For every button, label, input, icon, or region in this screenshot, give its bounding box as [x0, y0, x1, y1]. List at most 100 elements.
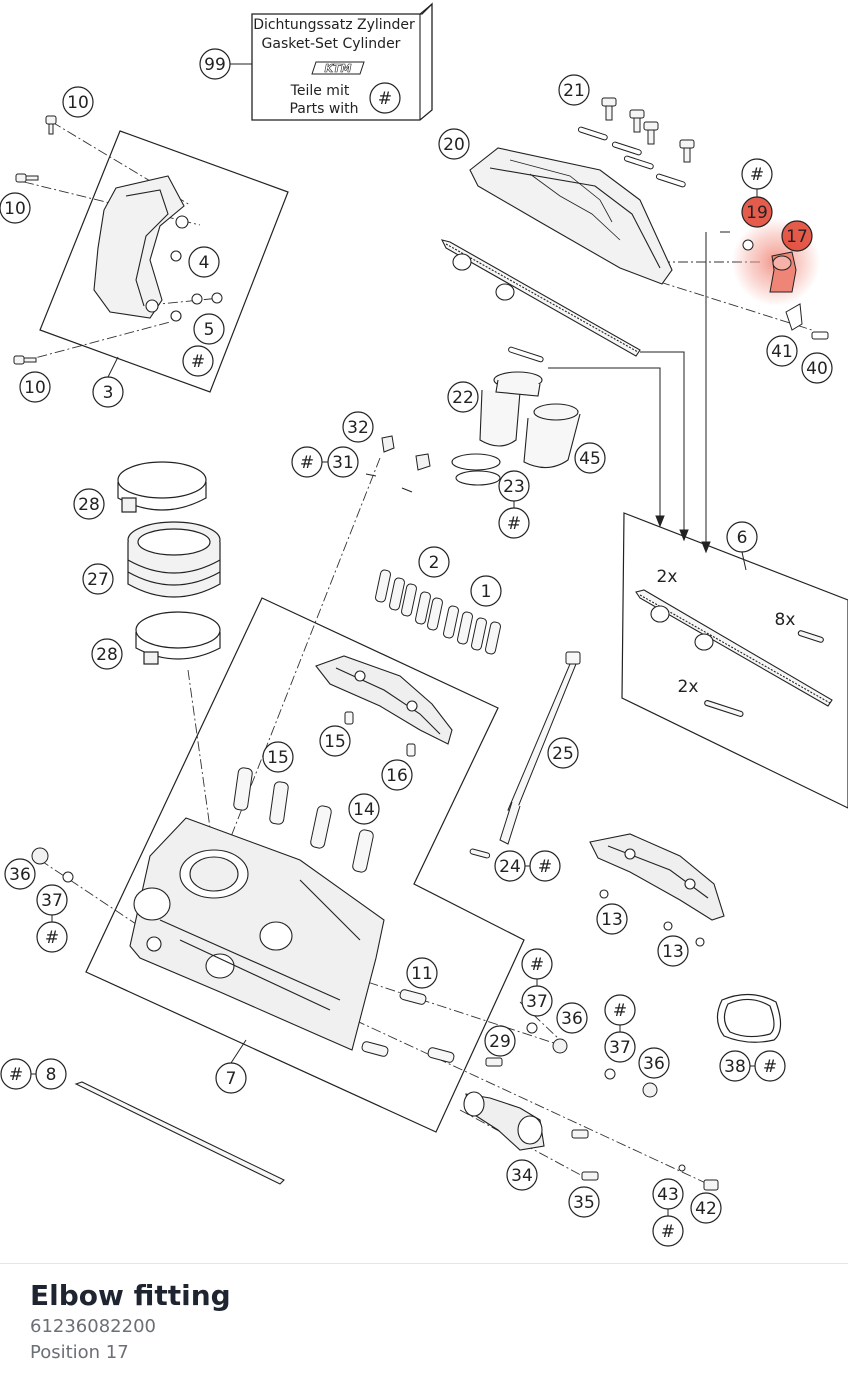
callout-43[interactable]: 43 — [652, 1178, 684, 1210]
callout-label: # — [9, 1065, 23, 1085]
callout-circle — [568, 1186, 600, 1218]
kit-mark: # — [378, 89, 392, 109]
callout-15a[interactable]: 15 — [262, 741, 294, 773]
callout-28a[interactable]: 28 — [73, 488, 105, 520]
intake-washers — [191, 292, 223, 305]
callout-25[interactable]: 25 — [547, 737, 579, 769]
callout-32[interactable]: 32 — [342, 411, 374, 443]
callout-1[interactable]: 1 — [470, 575, 502, 607]
callout-hash24[interactable]: # — [529, 850, 561, 882]
info-divider — [0, 1263, 848, 1264]
callout-circle — [690, 1192, 722, 1224]
callout-circle — [604, 994, 636, 1026]
camshaft-bridge-upper — [315, 655, 453, 745]
callout-40[interactable]: 40 — [801, 352, 833, 384]
callout-19[interactable]: 19 — [741, 196, 773, 228]
callout-hash37a[interactable]: # — [36, 921, 68, 953]
callout-28b[interactable]: 28 — [91, 638, 123, 670]
callout-35[interactable]: 35 — [568, 1186, 600, 1218]
long-bolt-25 — [499, 651, 581, 845]
callout-36b[interactable]: 36 — [556, 1002, 588, 1034]
callout-hash5[interactable]: # — [182, 345, 214, 377]
seal-strips — [508, 126, 686, 363]
callout-circle — [73, 488, 105, 520]
callout-label: 14 — [353, 800, 375, 820]
callout-4[interactable]: 4 — [188, 246, 220, 278]
callout-circle — [558, 74, 590, 106]
callout-36a[interactable]: 36 — [4, 858, 36, 890]
callout-37b[interactable]: 37 — [521, 985, 553, 1017]
callout-7[interactable]: 7 — [215, 1062, 247, 1094]
callout-circle — [521, 985, 553, 1017]
callout-6[interactable]: 6 — [726, 521, 758, 553]
callout-8[interactable]: 8 — [35, 1058, 67, 1090]
water-connector-34 — [463, 1091, 545, 1151]
callout-label: 2 — [429, 553, 440, 573]
callout-circle — [447, 381, 479, 413]
callout-45[interactable]: 45 — [574, 442, 606, 474]
callout-circle — [547, 737, 579, 769]
callout-label: 5 — [204, 320, 215, 340]
callout-label: 10 — [24, 378, 46, 398]
callout-24[interactable]: 24 — [494, 850, 526, 882]
callout-label: 16 — [386, 766, 408, 786]
callout-circle — [781, 220, 813, 252]
callout-31[interactable]: 31 — [327, 446, 359, 478]
callout-hash19[interactable]: # — [741, 158, 773, 190]
callout-hash43[interactable]: # — [652, 1215, 684, 1247]
callout-11[interactable]: 11 — [406, 957, 438, 989]
callout-label: # — [613, 1001, 627, 1021]
callout-17[interactable]: 17 — [781, 220, 813, 252]
clamp-41 — [785, 303, 829, 340]
callout-circle — [291, 446, 323, 478]
callout-label: 25 — [552, 744, 574, 764]
callout-circle — [188, 246, 220, 278]
kit-mark-circle — [369, 82, 401, 114]
callout-5[interactable]: 5 — [193, 313, 225, 345]
callout-label: 22 — [452, 388, 474, 408]
callout-14[interactable]: 14 — [348, 793, 380, 825]
callout-label: 8 — [46, 1065, 57, 1085]
callout-38[interactable]: 38 — [719, 1050, 751, 1082]
callout-37a[interactable]: 37 — [36, 884, 68, 916]
callout-3[interactable]: 3 — [92, 376, 124, 408]
valve-guides — [451, 371, 581, 486]
callout-16[interactable]: 16 — [381, 759, 413, 791]
callout-hash38[interactable]: # — [754, 1050, 786, 1082]
valve-cover — [469, 147, 673, 285]
callout-29[interactable]: 29 — [484, 1025, 516, 1057]
callout-37c[interactable]: 37 — [604, 1031, 636, 1063]
callout-13a[interactable]: 13 — [596, 903, 628, 935]
callout-10a[interactable]: 10 — [62, 86, 94, 118]
callout-27[interactable]: 27 — [82, 563, 114, 595]
callout-41[interactable]: 41 — [766, 335, 798, 367]
callout-circle — [406, 957, 438, 989]
callout-23[interactable]: 23 — [498, 470, 530, 502]
callout-hash23[interactable]: # — [498, 507, 530, 539]
callout-circle — [0, 1058, 32, 1090]
callout-hash31[interactable]: # — [291, 446, 323, 478]
callout-2[interactable]: 2 — [418, 546, 450, 578]
callout-circle — [62, 86, 94, 118]
callout-10c[interactable]: 10 — [19, 371, 51, 403]
callout-42[interactable]: 42 — [690, 1192, 722, 1224]
callout-circle — [657, 935, 689, 967]
callout-label: 37 — [609, 1038, 631, 1058]
callout-20[interactable]: 20 — [438, 128, 470, 160]
callout-99[interactable]: 99 — [199, 48, 231, 80]
callout-label: 36 — [561, 1009, 583, 1029]
callout-34[interactable]: 34 — [506, 1159, 538, 1191]
callout-label: # — [763, 1057, 777, 1077]
callout-22[interactable]: 22 — [447, 381, 479, 413]
callout-label: 4 — [199, 253, 210, 273]
callout-10b[interactable]: 10 — [0, 192, 31, 224]
callout-15b[interactable]: 15 — [319, 725, 351, 757]
callout-hash8[interactable]: # — [0, 1058, 32, 1090]
callout-hash37c[interactable]: # — [604, 994, 636, 1026]
callout-label: 27 — [87, 570, 109, 590]
callout-hash37b[interactable]: # — [521, 948, 553, 980]
callout-36c[interactable]: 36 — [638, 1047, 670, 1079]
part-number: 61236082200 — [30, 1316, 156, 1337]
callout-21[interactable]: 21 — [558, 74, 590, 106]
callout-13b[interactable]: 13 — [657, 935, 689, 967]
